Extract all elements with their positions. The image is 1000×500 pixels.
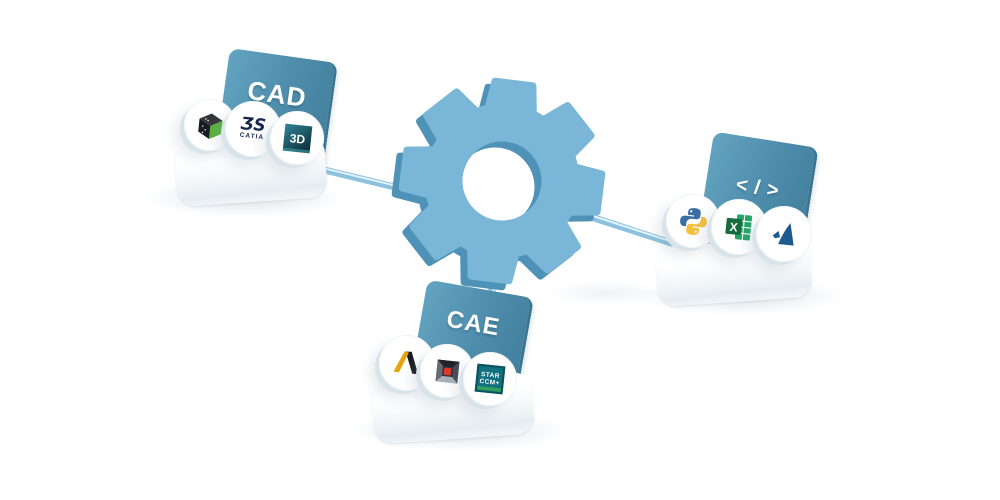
code-card-label: </>	[734, 173, 788, 204]
python-icon	[675, 203, 711, 239]
3dexperience-label: 3D	[288, 130, 306, 146]
coin-starccm: STAR CCM+	[463, 352, 517, 406]
ground-shadow-gear	[545, 280, 665, 306]
catia-wordmark: CATIA	[239, 131, 265, 142]
coin-matlab	[756, 206, 812, 262]
catia-icon: ƷS CATIA	[239, 114, 267, 142]
dassault-cube-icon	[193, 108, 227, 142]
starccm-line2: CCM+	[479, 377, 501, 388]
starccm-icon: STAR CCM+	[474, 363, 506, 395]
coin-3dexperience: 3D	[270, 111, 324, 165]
3dexperience-icon: 3D	[282, 123, 312, 153]
excel-icon: X	[721, 209, 756, 244]
svg-text:X: X	[729, 220, 738, 235]
simulation-red-cube-icon	[431, 355, 463, 387]
cae-card-label: CAE	[444, 305, 503, 342]
ansys-icon	[389, 345, 424, 380]
matlab-icon	[766, 216, 801, 251]
